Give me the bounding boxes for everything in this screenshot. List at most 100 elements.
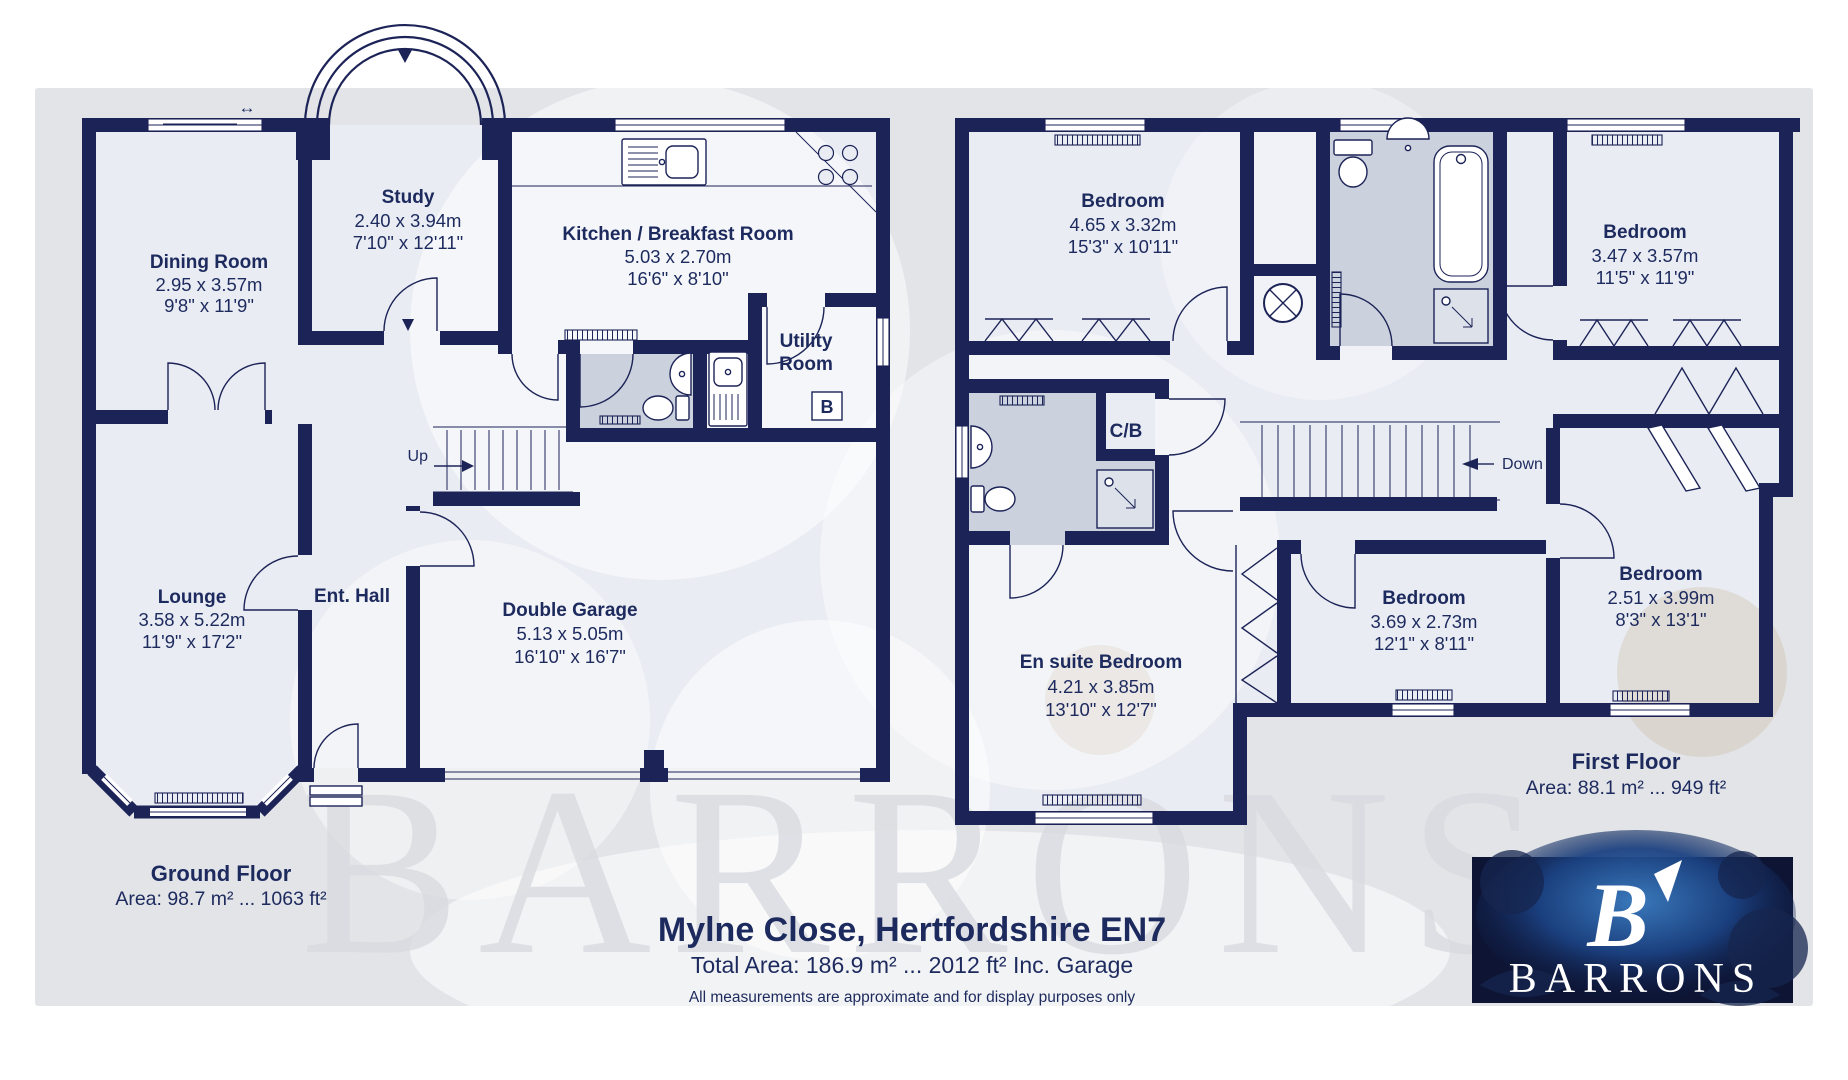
- toilet: [984, 486, 1016, 512]
- toilet: [642, 395, 674, 421]
- stairs-down: Down: [1240, 421, 1543, 501]
- kitchen-metric: 5.03 x 2.70m: [625, 246, 732, 267]
- garage-imperial: 16'10" x 16'7": [514, 646, 626, 667]
- toilet-cistern: [1333, 139, 1373, 156]
- ground-floor-labels: Dining Room 2.95 x 3.57m 9'8" x 11'9" St…: [115, 187, 833, 910]
- bedroom3-name: Bedroom: [1382, 588, 1465, 609]
- bathroom-fixtures: [1333, 117, 1489, 344]
- bedroom2-wardrobe: [1579, 318, 1742, 348]
- kitchen-name: Kitchen / Breakfast Room: [562, 224, 793, 245]
- barrons-logo: B BARRONS: [1472, 830, 1808, 1006]
- stairs-up: Up: [408, 426, 573, 493]
- shower: [1096, 469, 1154, 529]
- hall-name: Ent. Hall: [314, 586, 390, 607]
- utility-name-line2: Room: [779, 354, 833, 375]
- dining-room-metric: 2.95 x 3.57m: [156, 274, 263, 295]
- ground-floor-title: Ground Floor: [151, 861, 292, 886]
- arch-marker-icon: [398, 50, 412, 63]
- cloakroom-fixtures: [599, 352, 692, 425]
- lounge-bay-window: [87, 765, 307, 819]
- ground-floor-plan: ↔: [82, 23, 890, 910]
- lounge-door: [243, 555, 299, 611]
- stairs-up-label: Up: [408, 448, 429, 465]
- study-door: [383, 277, 438, 332]
- boiler-label: B: [821, 397, 834, 417]
- first-floor-area-label: Area: 88.1 m² ... 949 ft²: [1526, 777, 1727, 799]
- cylinder-cupboard: [1263, 283, 1303, 323]
- first-floor-walls: [955, 118, 1800, 825]
- cupboard-door: [1168, 398, 1226, 456]
- ground-floor-windows: [147, 118, 890, 367]
- boiler-box: [811, 391, 843, 421]
- porch-arch: [303, 23, 507, 126]
- front-step: [309, 785, 363, 796]
- bedroom4-metric: 2.51 x 3.99m: [1608, 587, 1715, 608]
- bedroom4-wardrobe-door: [1646, 424, 1702, 492]
- study-door-marker-icon: [402, 319, 414, 331]
- ground-floor-doors: [167, 277, 860, 807]
- dining-double-door-left: [167, 362, 216, 411]
- utility-name-line1: Utility: [780, 331, 833, 352]
- first-floor-doors: [1009, 285, 1615, 609]
- first-floor-title: First Floor: [1572, 749, 1681, 774]
- landing-wardrobe: [1654, 366, 1764, 416]
- utility-fixtures: B: [708, 351, 843, 427]
- disclaimer-text: All measurements are approximate and for…: [689, 989, 1136, 1006]
- bedroom1-imperial: 15'3" x 10'11": [1068, 236, 1178, 257]
- kitchen-sink: [621, 138, 707, 186]
- bedroom1-name: Bedroom: [1081, 191, 1164, 212]
- dining-room-imperial: 9'8" x 11'9": [164, 295, 254, 316]
- toilet-cistern: [970, 485, 985, 513]
- front-door: [313, 723, 359, 769]
- garage-name: Double Garage: [502, 600, 637, 621]
- ensuite-bedroom-wardrobe: [1235, 545, 1278, 704]
- garage-metric: 5.13 x 5.05m: [517, 623, 624, 644]
- lounge-radiator: [154, 792, 244, 804]
- address-title: Mylne Close, Hertfordshire EN7: [658, 911, 1166, 949]
- logo-name: BARRONS: [1509, 956, 1763, 1002]
- basin: [1386, 117, 1430, 140]
- bedroom3-door: [1300, 553, 1356, 609]
- bedroom2-metric: 3.47 x 3.57m: [1592, 245, 1699, 266]
- first-floor-radiators: [999, 134, 1670, 806]
- window-span-arrow-icon: ↔: [239, 98, 256, 117]
- lounge-imperial: 11'9" x 17'2": [142, 631, 242, 652]
- cloakroom-door: [579, 353, 634, 408]
- logo-monogram: B: [1586, 864, 1648, 966]
- bedroom1-wardrobe: [984, 317, 1151, 343]
- lounge-bay-floor: [89, 768, 303, 816]
- bedroom2-name: Bedroom: [1603, 222, 1686, 243]
- bath: [1433, 145, 1489, 283]
- cupboard-label: C/B: [1110, 421, 1143, 442]
- study-imperial: 7'10" x 12'11": [353, 232, 463, 253]
- bedroom1-door: [1172, 286, 1228, 342]
- first-floor-plan: Down Bedroom 4.65 x 3.32m 15'3" x 10'11"…: [955, 117, 1800, 825]
- bedroom2-imperial: 11'5" x 11'9": [1596, 267, 1695, 288]
- study-name: Study: [382, 187, 435, 208]
- bedroom1-metric: 4.65 x 3.32m: [1070, 214, 1177, 235]
- kitchen-imperial: 16'6" x 8'10": [627, 268, 728, 289]
- kitchen-door: [511, 353, 559, 401]
- total-area-line: Total Area: 186.9 m² ... 2012 ft² Inc. G…: [691, 952, 1133, 978]
- lounge-metric: 3.58 x 5.22m: [139, 609, 246, 630]
- barrons-watermark-text: BARRONS: [300, 738, 1560, 1004]
- bedroom3-imperial: 12'1" x 8'11": [1374, 633, 1474, 654]
- garage-door: [419, 511, 475, 567]
- wardrobes: [984, 317, 1764, 704]
- garage-door-lines: [445, 771, 860, 780]
- title-block: Mylne Close, Hertfordshire EN7 Total Are…: [658, 911, 1166, 1006]
- cloakroom-radiator: [599, 415, 641, 425]
- ensuite-shower-door: [1009, 544, 1064, 599]
- utility-door: [766, 306, 825, 365]
- logo-monogram-flag: [1654, 860, 1682, 902]
- stairs-down-label: Down: [1502, 456, 1543, 473]
- toilet: [1338, 156, 1368, 188]
- ensuite-bedroom-imperial: 13'10" x 12'7": [1045, 699, 1157, 720]
- cupboard-floor: [1106, 393, 1155, 449]
- ensuite-bedroom-door: [1172, 510, 1234, 572]
- bedroom4-door: [1559, 503, 1615, 559]
- bedroom3-metric: 3.69 x 2.73m: [1371, 611, 1478, 632]
- ground-floor-area-label: Area: 98.7 m² ... 1063 ft²: [115, 888, 327, 910]
- down-arrow-icon: [1462, 458, 1478, 470]
